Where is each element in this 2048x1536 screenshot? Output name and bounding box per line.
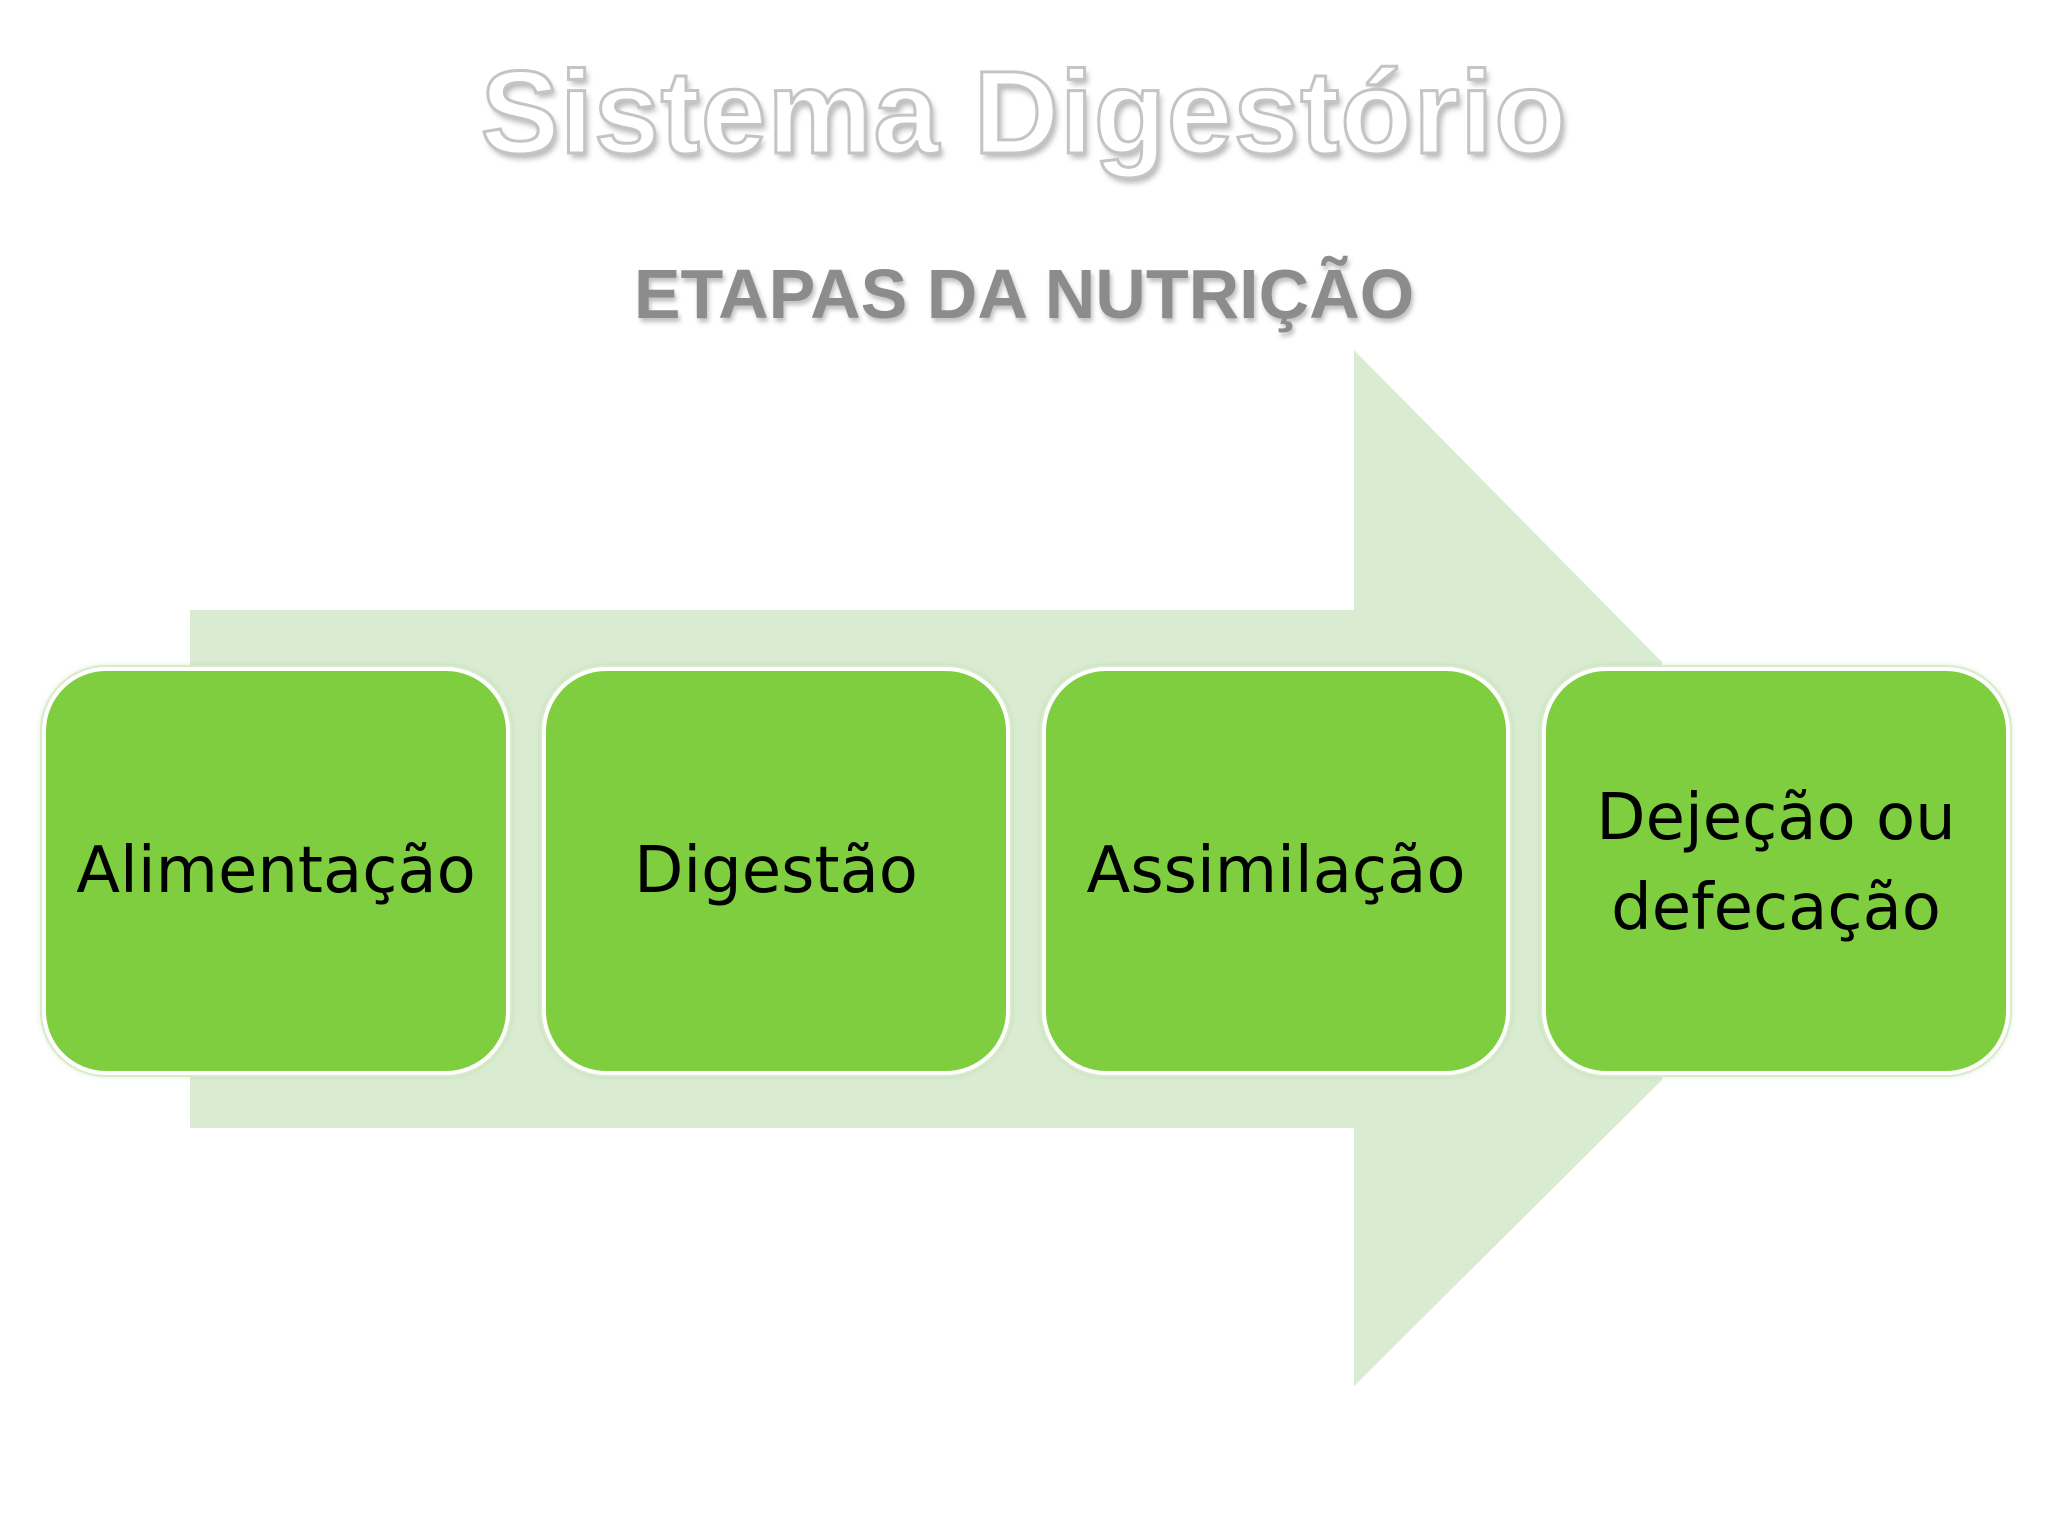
- step-label: Alimentação: [76, 834, 476, 908]
- slide-subtitle: ETAPAS DA NUTRIÇÃO: [633, 255, 1415, 333]
- step-label: Dejeção ou defecação: [1596, 781, 1956, 945]
- slide-title: Sistema Digestório: [479, 47, 1568, 180]
- step-label: Assimilação: [1086, 834, 1466, 908]
- step-box-assimilacao: Assimilação: [1042, 667, 1510, 1075]
- step-box-digestao: Digestão: [542, 667, 1010, 1075]
- step-box-dejecao: Dejeção ou defecação: [1542, 667, 2010, 1075]
- step-label: Digestão: [634, 834, 918, 908]
- step-box-alimentacao: Alimentação: [42, 667, 510, 1075]
